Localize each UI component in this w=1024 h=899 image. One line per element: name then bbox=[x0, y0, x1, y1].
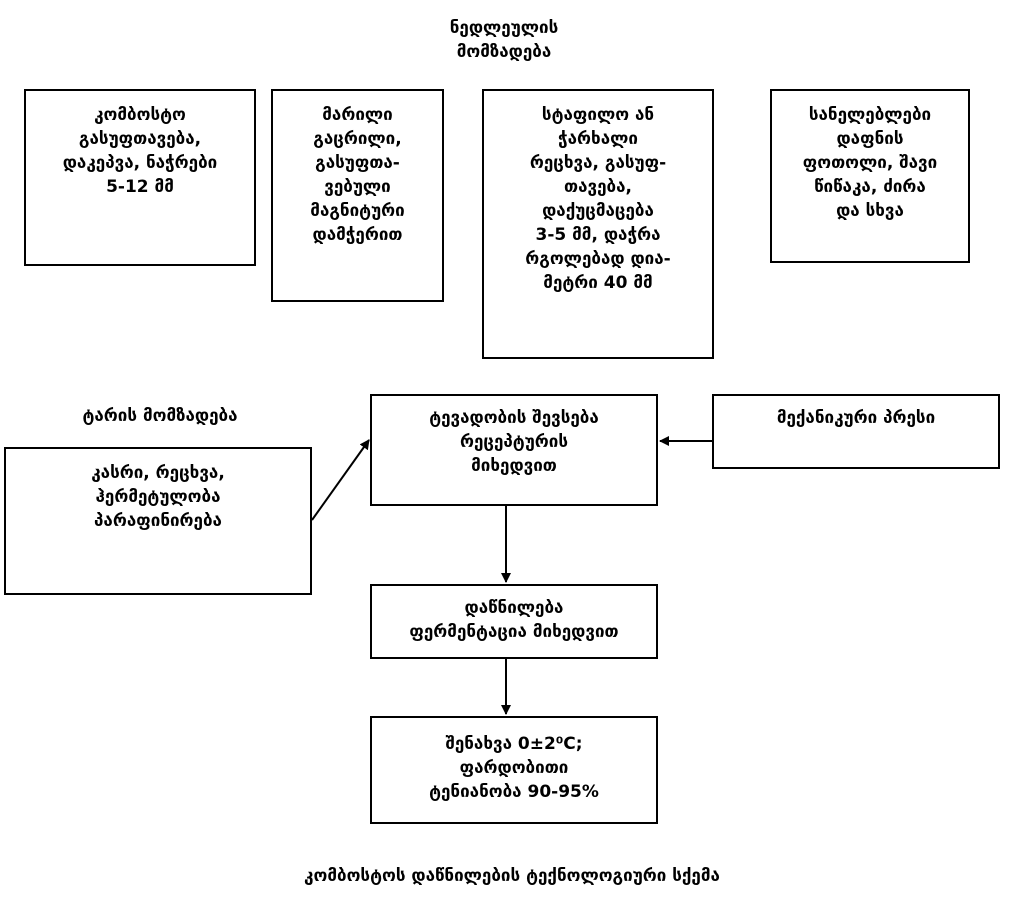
box-line: გასუფთა- bbox=[315, 153, 400, 173]
container-prep-title: ტარის მომზადება bbox=[82, 406, 238, 426]
box-line: ტენიანობა 90-95% bbox=[429, 782, 599, 802]
box-line: მიხედვით bbox=[471, 456, 557, 476]
arrow-container-to-mixing bbox=[311, 439, 370, 521]
box-line: შენახვა 0±2⁰C; bbox=[445, 734, 583, 754]
box-line: ჭარხალი bbox=[558, 129, 638, 149]
spices-box: სანელებლები დაფნის ფოთოლი, შავი წიწაკა, … bbox=[770, 89, 970, 263]
cabbage-box: კომბოსტო გასუფთავება, დაკეპვა, ნაჭრები 5… bbox=[24, 89, 256, 266]
carrot-beet-box: სტაფილო ან ჭარხალი რეცხვა, გასუფ- თავება… bbox=[482, 89, 714, 359]
box-line: კომბოსტო bbox=[94, 105, 186, 125]
box-line: კასრი, რეცხვა, bbox=[91, 463, 225, 483]
box-line: თავება, bbox=[564, 177, 632, 197]
box-line: 3-5 მმ, დაჭრა bbox=[535, 225, 661, 245]
box-line: ჰერმეტულობა bbox=[95, 487, 221, 507]
box-line: გასუფთავება, bbox=[78, 129, 202, 149]
box-line: დაქუცმაცება bbox=[542, 201, 654, 221]
container-box: კასრი, რეცხვა, ჰერმეტულობა პარაფინირება bbox=[4, 447, 312, 595]
box-line: დაფნის bbox=[836, 129, 904, 149]
raw-material-prep-title: ნედლეულის მომზადება bbox=[384, 16, 624, 64]
storage-box: შენახვა 0±2⁰C; ფარდობითი ტენიანობა 90-95… bbox=[370, 716, 658, 824]
box-line: ვებული bbox=[324, 177, 391, 197]
box-line: ფერმენტაცია მიხედვით bbox=[409, 622, 619, 642]
fermentation-box: დაწნილება ფერმენტაცია მიხედვით bbox=[370, 584, 658, 659]
box-line: რეცეპტურის bbox=[459, 432, 569, 452]
box-line: დამჭერით bbox=[312, 225, 403, 245]
diagram-caption: კომბოსტოს დაწნილების ტექნოლოგიური სქემა bbox=[304, 866, 720, 886]
box-line: 5-12 მმ bbox=[106, 177, 174, 197]
box-line: გაცრილი, bbox=[313, 129, 402, 149]
box-line: მეტრი 40 მმ bbox=[543, 273, 653, 293]
mechanical-press-box: მექანიკური პრესი bbox=[712, 394, 1000, 469]
box-line: მარილი bbox=[322, 105, 393, 125]
box-line: და სხვა bbox=[836, 201, 904, 221]
box-line: მექანიკური პრესი bbox=[776, 408, 936, 428]
salt-box: მარილი გაცრილი, გასუფთა- ვებული მაგნიტურ… bbox=[271, 89, 444, 302]
box-line: რეცხვა, გასუფ- bbox=[529, 153, 667, 173]
box-line: მაგნიტური bbox=[310, 201, 405, 221]
box-line: ტევადობის შევსება bbox=[429, 408, 599, 428]
box-line: სტაფილო ან bbox=[541, 105, 655, 125]
box-line: ფოთოლი, შავი bbox=[802, 153, 938, 173]
box-line: პარაფინირება bbox=[94, 511, 222, 531]
box-line: სანელებლები bbox=[808, 105, 932, 125]
box-line: რგოლებად დია- bbox=[525, 249, 671, 269]
box-line: ფარდობითი bbox=[459, 758, 569, 778]
title-line: მომზადება bbox=[456, 42, 552, 62]
box-line: დაკეპვა, ნაჭრები bbox=[62, 153, 218, 173]
mixing-box: ტევადობის შევსება რეცეპტურის მიხედვით bbox=[370, 394, 658, 506]
box-line: დაწნილება bbox=[464, 598, 564, 618]
box-line: წიწაკა, ძირა bbox=[814, 177, 926, 197]
title-line: ნედლეულის bbox=[449, 18, 559, 38]
